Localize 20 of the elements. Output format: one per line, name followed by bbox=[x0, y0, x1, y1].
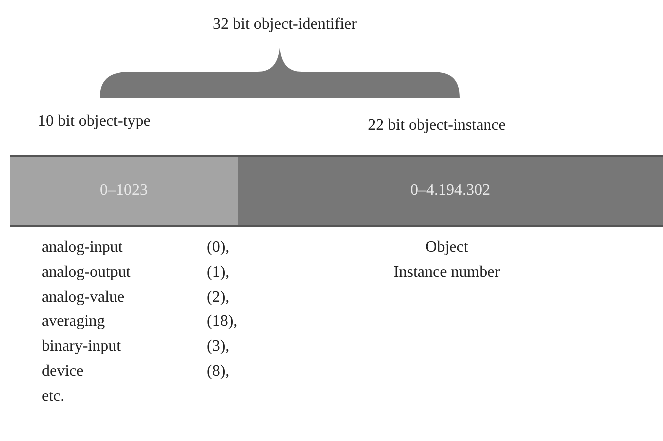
object-type-code: (2), bbox=[207, 288, 230, 308]
object-type-name: averaging bbox=[42, 312, 106, 332]
object-type-code: (3), bbox=[207, 337, 230, 357]
field-width-label: 10 bit object-type bbox=[38, 112, 151, 132]
object-type-name: binary-input bbox=[42, 337, 122, 357]
object-type-code: analog-output bbox=[42, 263, 131, 283]
bit-field-segment: 0–4.194.302 bbox=[238, 155, 663, 227]
object-type-name: analog-input bbox=[42, 238, 123, 258]
object-type-name: etc. bbox=[42, 387, 65, 407]
object-type-code: (18), bbox=[207, 312, 238, 332]
object-type-code: (8), bbox=[207, 362, 230, 382]
field-description: Object bbox=[426, 238, 468, 258]
identifier-heading: 32 bit object-identifier bbox=[213, 15, 357, 35]
field-description: Instance number bbox=[394, 263, 500, 283]
field-width-label: 22 bit object-instance bbox=[368, 116, 506, 136]
bit-field-segment: 0–1023 bbox=[10, 155, 238, 227]
object-type-code: (0), bbox=[207, 238, 230, 258]
object-type-name: device bbox=[42, 362, 84, 382]
object-type-name: (1), bbox=[207, 263, 230, 283]
object-type-name: analog-value bbox=[42, 288, 125, 308]
